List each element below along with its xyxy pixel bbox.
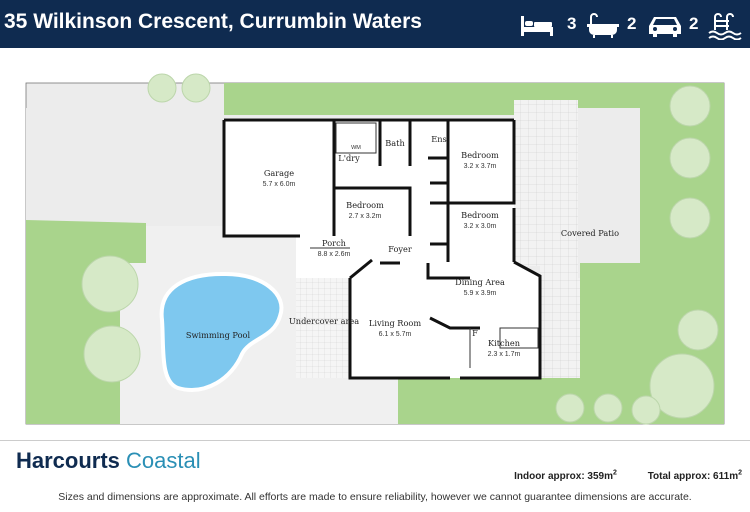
living-room-dims: 6.1 x 5.7m	[379, 331, 412, 338]
car-icon	[645, 12, 685, 38]
dining-area-label: Dining Area	[455, 277, 505, 287]
thin-walls	[310, 122, 539, 368]
washing-machine-label: WM	[351, 145, 361, 151]
indoor-area: Indoor approx: 359m2	[514, 470, 617, 483]
fridge-label: F	[472, 328, 478, 338]
bedroom-3-label: Bedroom	[461, 210, 499, 220]
bedroom-1-dims: 3.2 x 3.7m	[464, 163, 497, 170]
driveway	[26, 108, 224, 233]
footer-divider	[0, 440, 750, 441]
disclaimer-text: Sizes and dimensions are approximate. Al…	[58, 491, 692, 503]
laundry-label: L'dry	[338, 153, 360, 163]
porch-label: Porch	[322, 238, 347, 248]
kitchen-dims: 2.3 x 1.7m	[488, 351, 521, 358]
trees	[81, 73, 719, 425]
living-room-label: Living Room	[369, 318, 421, 328]
header-bar: 35 Wilkinson Crescent, Currumbin Waters …	[0, 0, 750, 48]
undercover-area-label: Undercover area	[289, 316, 359, 326]
room-labels: Garage 5.7 x 6.0m L'dry WM Bath Ens Bedr…	[186, 134, 619, 358]
area-summary: Indoor approx: 359m2 Total approx: 611m2	[486, 470, 742, 482]
dining-area-dims: 5.9 x 3.9m	[464, 290, 497, 297]
porch-dims: 8.8 x 2.6m	[318, 251, 351, 258]
brand-primary: Harcourts	[16, 448, 120, 473]
garage-label: Garage	[264, 168, 294, 178]
foyer-label: Foyer	[388, 244, 412, 254]
garage-dims: 5.7 x 6.0m	[263, 181, 296, 188]
ensuite-label: Ens	[431, 134, 446, 144]
back-lawn	[224, 83, 724, 424]
bedroom-count: 3	[567, 14, 577, 33]
brand-secondary: Coastal	[126, 448, 201, 473]
covered-patio-tiles	[514, 100, 578, 278]
agency-logo: Harcourts Coastal	[16, 448, 201, 474]
covered-patio-label: Covered Patio	[561, 228, 619, 238]
house-footprint	[224, 118, 540, 378]
bedroom-2-label: Bedroom	[346, 200, 384, 210]
bath-label: Bath	[385, 138, 405, 148]
swimming-pool-label: Swimming Pool	[186, 330, 251, 340]
bedroom-3-dims: 3.2 x 3.0m	[464, 223, 497, 230]
bedroom-1-label: Bedroom	[461, 150, 499, 160]
floor-plan: Garage 5.7 x 6.0m L'dry WM Bath Ens Bedr…	[25, 73, 725, 425]
property-address-title: 35 Wilkinson Crescent, Currumbin Waters	[4, 10, 422, 33]
bath-icon	[585, 12, 621, 38]
pool-icon	[707, 12, 743, 40]
bathroom-count: 2	[627, 14, 637, 33]
bedroom-2-dims: 2.7 x 3.2m	[349, 213, 382, 220]
car-space-count: 2	[689, 14, 699, 33]
kitchen-label: Kitchen	[488, 338, 521, 348]
bed-icon	[519, 12, 555, 38]
swimming-pool	[159, 271, 284, 392]
back-lawn-top	[224, 83, 524, 115]
total-area: Total approx: 611m2	[647, 470, 742, 483]
